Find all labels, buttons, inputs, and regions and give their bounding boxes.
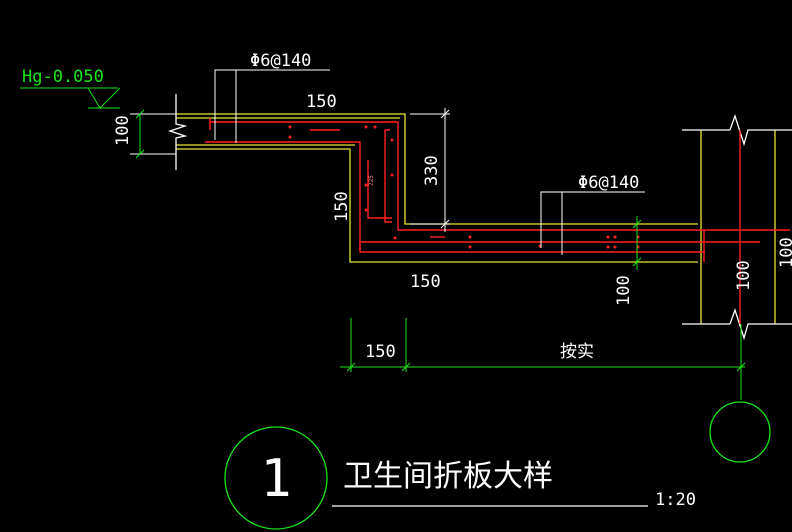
dim-beam-thickness: 100 [734, 260, 754, 291]
dim-lower-slab: 100 [614, 275, 634, 306]
dim-bottom-width: 150 [410, 272, 441, 292]
slab-outline [167, 94, 698, 263]
rebar-dots [288, 125, 640, 249]
rebar-lines [205, 118, 790, 324]
dim-beam-thickness-2: 100 [777, 237, 792, 268]
title-block: 1 卫生间折板大样 1:20 [224, 426, 696, 530]
detail-title: 卫生间折板大样 [343, 459, 553, 494]
wall-element [682, 113, 792, 341]
dim-riser-width: 150 [332, 191, 352, 222]
rebar-label-right-text: Φ6@140 [578, 173, 639, 193]
rebar-label-top-text: Φ6@140 [250, 51, 311, 71]
axis-bubble [709, 401, 771, 463]
detail-number-circle [224, 426, 328, 530]
level-mark: Hg-0.050 [20, 67, 121, 109]
level-mark-text: Hg-0.050 [22, 67, 104, 87]
rebar-label-right: Φ6@140 [540, 173, 645, 255]
rebar-label-top: Φ6@140 [214, 51, 330, 143]
dim-left-thickness: 100 [113, 115, 133, 146]
dim-horizontal-right: 按实 [560, 342, 594, 362]
dim-riser-height: 330 [422, 155, 442, 186]
detail-number: 1 [260, 449, 291, 509]
dim-horizontal-left: 150 [365, 342, 396, 362]
dimension-lines [130, 108, 746, 400]
detail-scale: 1:20 [655, 490, 696, 510]
dim-top-width: 150 [306, 92, 337, 112]
small-mark: 225 [368, 175, 375, 186]
